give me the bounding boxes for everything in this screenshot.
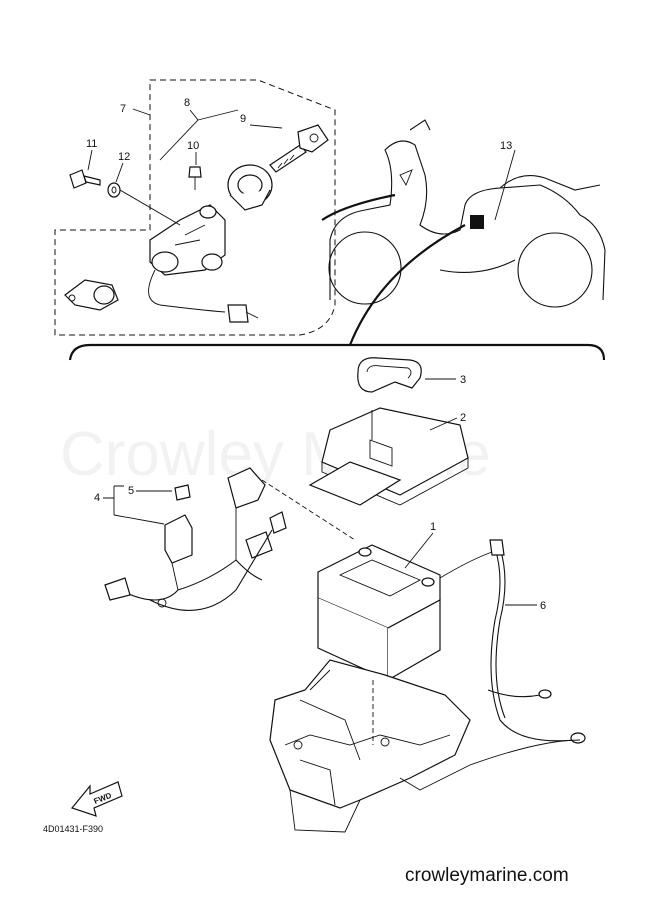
fuse-5 (174, 484, 191, 501)
diagram-code: 4D01431-F390 (43, 824, 103, 834)
battery-band-3 (357, 357, 422, 393)
fwd-arrow-icon: FWD (70, 781, 123, 817)
site-url[interactable]: crowleymarine.com (405, 865, 569, 886)
callout-3: 3 (460, 374, 466, 386)
callout-11: 11 (86, 138, 97, 150)
scooter-outline (328, 119, 606, 308)
key-cylinder-cap (227, 164, 273, 211)
callout-4: 4 (94, 492, 100, 504)
callout-13: 13 (500, 140, 512, 152)
switch-wire (148, 269, 226, 313)
mount-bracket (64, 279, 119, 311)
callout-7: 7 (120, 103, 126, 115)
bolt-10 (188, 166, 202, 190)
ignition-key (269, 124, 329, 173)
battery-1 (317, 544, 441, 681)
callout-9: 9 (240, 113, 246, 125)
battery-leader (261, 479, 356, 541)
washer-12 (107, 182, 121, 198)
fuse-harness-4 (104, 467, 287, 611)
switch-connector (227, 304, 259, 323)
leader-screw (119, 189, 181, 226)
battery-cable-6 (439, 539, 586, 744)
callouts-top: 7 8 9 10 11 12 (86, 97, 283, 183)
pointer-line-key (321, 193, 396, 221)
location-marker (470, 215, 484, 229)
callout-8: 8 (184, 97, 190, 109)
callout-12: 12 (118, 151, 130, 163)
pointer-line-battery (348, 224, 466, 346)
battery-box-frame (269, 659, 581, 833)
callout-6: 6 (540, 600, 546, 612)
callout-5: 5 (128, 485, 134, 497)
callout-1: 1 (430, 521, 436, 533)
assembly-dashed-outline (54, 79, 336, 336)
screw-11 (69, 169, 101, 189)
callout-2: 2 (460, 412, 466, 424)
callout-10: 10 (187, 140, 199, 152)
ignition-assembly-group (54, 79, 336, 336)
main-switch (149, 204, 226, 276)
section-separator (68, 343, 606, 361)
